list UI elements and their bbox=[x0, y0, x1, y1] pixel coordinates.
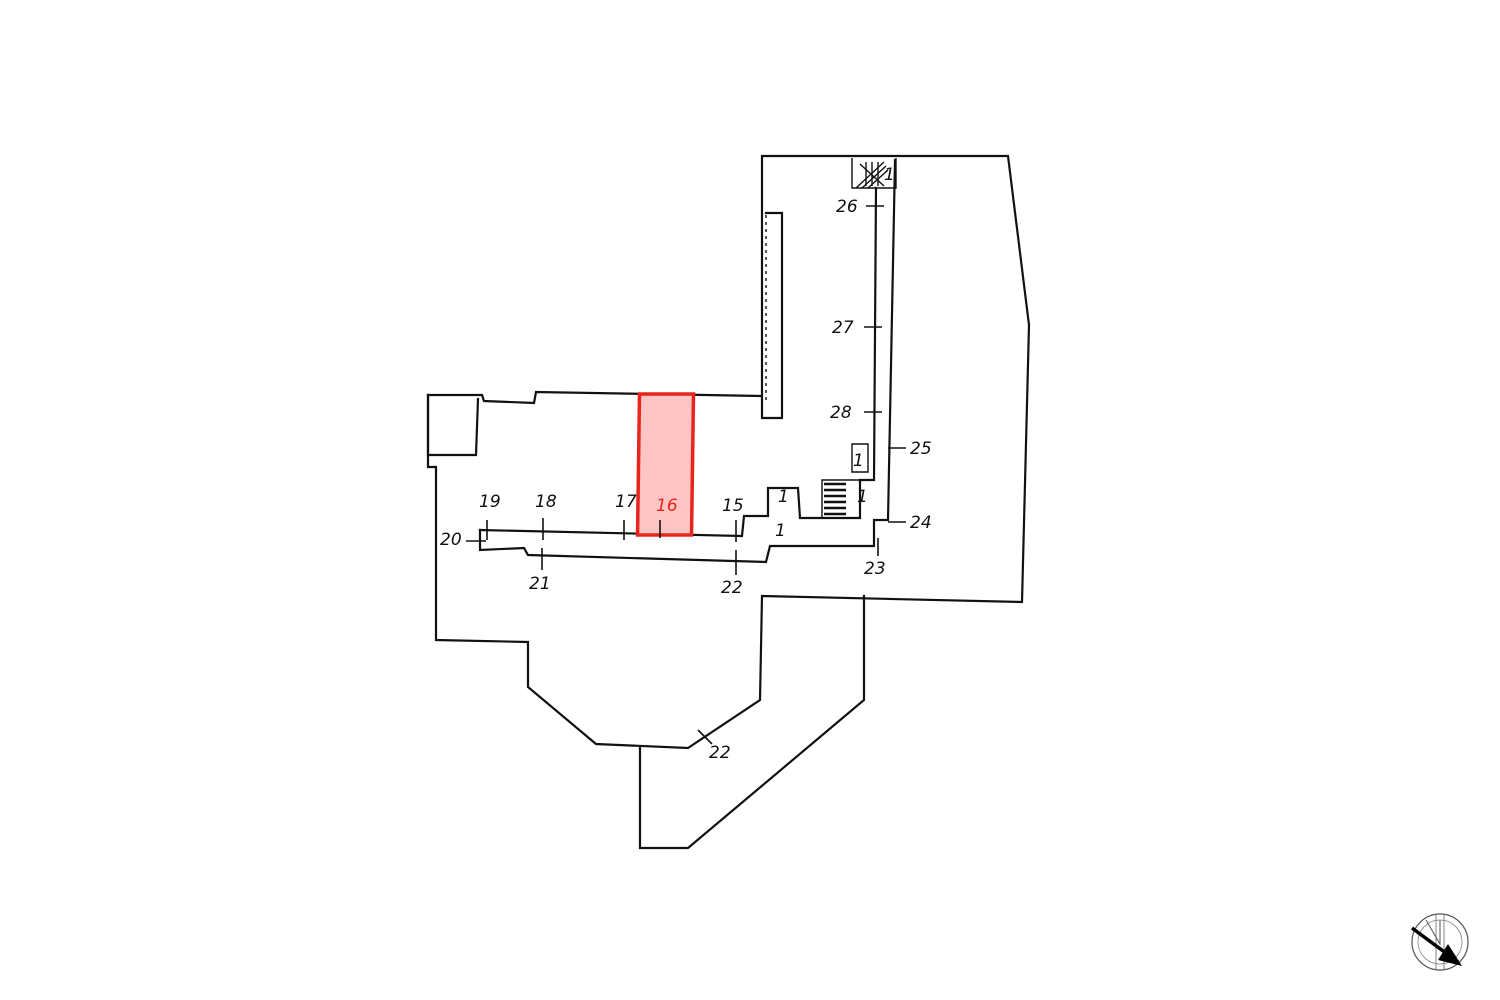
section-labels: 19 18 17 16 15 20 21 22 23 24 25 28 27 2… bbox=[440, 197, 932, 763]
section-ticks bbox=[466, 205, 906, 745]
section-label-25: 25 bbox=[910, 439, 932, 459]
section-label-17: 17 bbox=[615, 492, 637, 512]
section-label-19: 19 bbox=[479, 492, 501, 512]
room-label: 1 bbox=[853, 451, 864, 471]
section-label-23: 23 bbox=[864, 559, 886, 579]
room-labels: 1 1 1 1 1 bbox=[775, 165, 895, 541]
section-label-28: 28 bbox=[830, 403, 852, 423]
section-label-15: 15 bbox=[722, 496, 744, 516]
room-label: 1 bbox=[778, 487, 789, 507]
staircase-north bbox=[855, 161, 889, 189]
section-label-21: 21 bbox=[529, 574, 551, 594]
section-label-26: 26 bbox=[836, 197, 858, 217]
room-label: 1 bbox=[775, 521, 786, 541]
section-label-16: 16 bbox=[656, 496, 678, 516]
building-outline bbox=[426, 154, 1031, 850]
section-label-27: 27 bbox=[832, 318, 854, 338]
room-label: 1 bbox=[857, 487, 868, 507]
section-label-18: 18 bbox=[535, 492, 557, 512]
room-label: 1 bbox=[884, 165, 895, 185]
highlighted-section-16 bbox=[635, 392, 696, 537]
north-arrow-icon bbox=[1410, 913, 1469, 971]
section-label-20: 20 bbox=[440, 530, 462, 550]
section-label-22-south: 22 bbox=[709, 743, 731, 763]
section-label-24: 24 bbox=[910, 513, 932, 533]
staircase-east bbox=[821, 479, 861, 519]
section-label-22-corridor: 22 bbox=[721, 578, 743, 598]
